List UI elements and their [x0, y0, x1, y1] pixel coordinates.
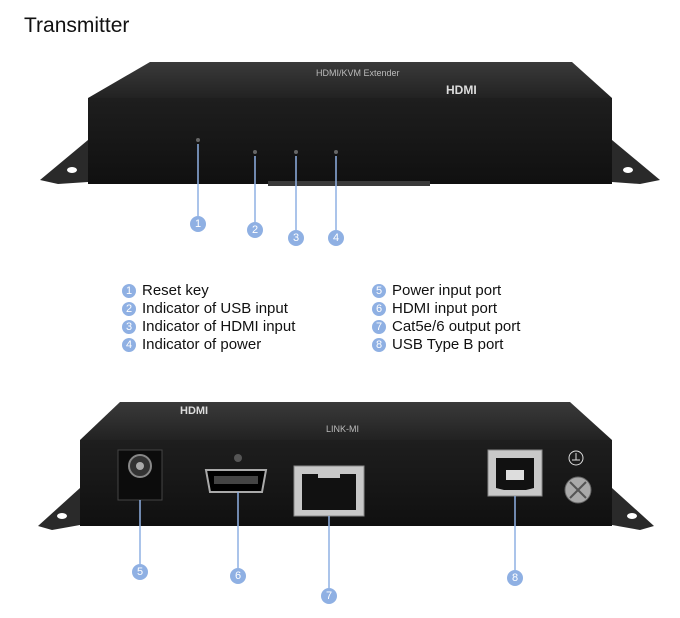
legend-label: Cat5e/6 output port: [392, 318, 521, 335]
top-model-text: HDMI/KVM Extender: [316, 68, 400, 78]
legend-number: 4: [122, 338, 136, 352]
led-usb: [253, 150, 257, 154]
mount-ear-left-rear: [38, 488, 80, 530]
legend-label: Indicator of HDMI input: [142, 318, 296, 335]
ground-screw: [564, 450, 592, 504]
legend-right: 5 Power input port 6 HDMI input port 7 Cat5…: [372, 282, 520, 354]
callout-8: 8: [507, 570, 523, 586]
legend-item: 5 Power input port: [372, 282, 520, 300]
callout-4: 4: [328, 230, 344, 246]
page-title: Transmitter: [24, 14, 130, 37]
svg-text:LINK-MI: LINK-MI: [326, 424, 359, 434]
transmitter-front-view: HDMI/KVM Extender HDMI: [40, 62, 660, 230]
hdmi-port: [204, 454, 268, 493]
callout-2: 2: [247, 222, 263, 238]
mount-ear-left: [40, 140, 88, 184]
legend-item: 2 Indicator of USB input: [122, 300, 295, 318]
callout-3: 3: [288, 230, 304, 246]
legend-label: Indicator of USB input: [142, 300, 288, 317]
callout-1: 1: [190, 216, 206, 232]
rj45-port: [293, 465, 365, 517]
mount-ear-right-rear: [612, 488, 654, 530]
legend-number: 6: [372, 302, 386, 316]
legend-label: HDMI input port: [392, 300, 498, 317]
legend-number: 7: [372, 320, 386, 334]
legend-number: 5: [372, 284, 386, 298]
legend-label: Indicator of power: [142, 336, 262, 353]
transmitter-rear-view: HDMI LINK-MI: [38, 402, 654, 588]
svg-text:HDMI: HDMI: [180, 405, 208, 417]
mount-ear-right: [612, 140, 660, 184]
legend-item: 4 Indicator of power: [122, 336, 295, 354]
legend-label: Power input port: [392, 282, 502, 299]
device-front-face: [88, 98, 612, 184]
device-top-face: [88, 62, 612, 98]
legend-item: 8 USB Type B port: [372, 336, 520, 354]
callout-7: 7: [321, 588, 337, 604]
callout-5: 5: [132, 564, 148, 580]
legend-number: 8: [372, 338, 386, 352]
legend-number: 3: [122, 320, 136, 334]
legend-item: 3 Indicator of HDMI input: [122, 318, 295, 336]
reset-key-hole: [196, 138, 200, 142]
legend-label: Reset key: [142, 282, 209, 299]
device-top-face-rear: [80, 402, 612, 440]
dc-power-jack: [117, 449, 163, 501]
legend-number: 2: [122, 302, 136, 316]
legend-item: 6 HDMI input port: [372, 300, 520, 318]
top-hdmi-logo: HDMI: [446, 83, 477, 97]
led-power: [334, 150, 338, 154]
legend-label: USB Type B port: [392, 336, 504, 353]
usb-b-port: [487, 449, 543, 497]
legend-item: 7 Cat5e/6 output port: [372, 318, 520, 336]
led-hdmi: [294, 150, 298, 154]
callout-6: 6: [230, 568, 246, 584]
legend-item: 1 Reset key: [122, 282, 295, 300]
legend-number: 1: [122, 284, 136, 298]
